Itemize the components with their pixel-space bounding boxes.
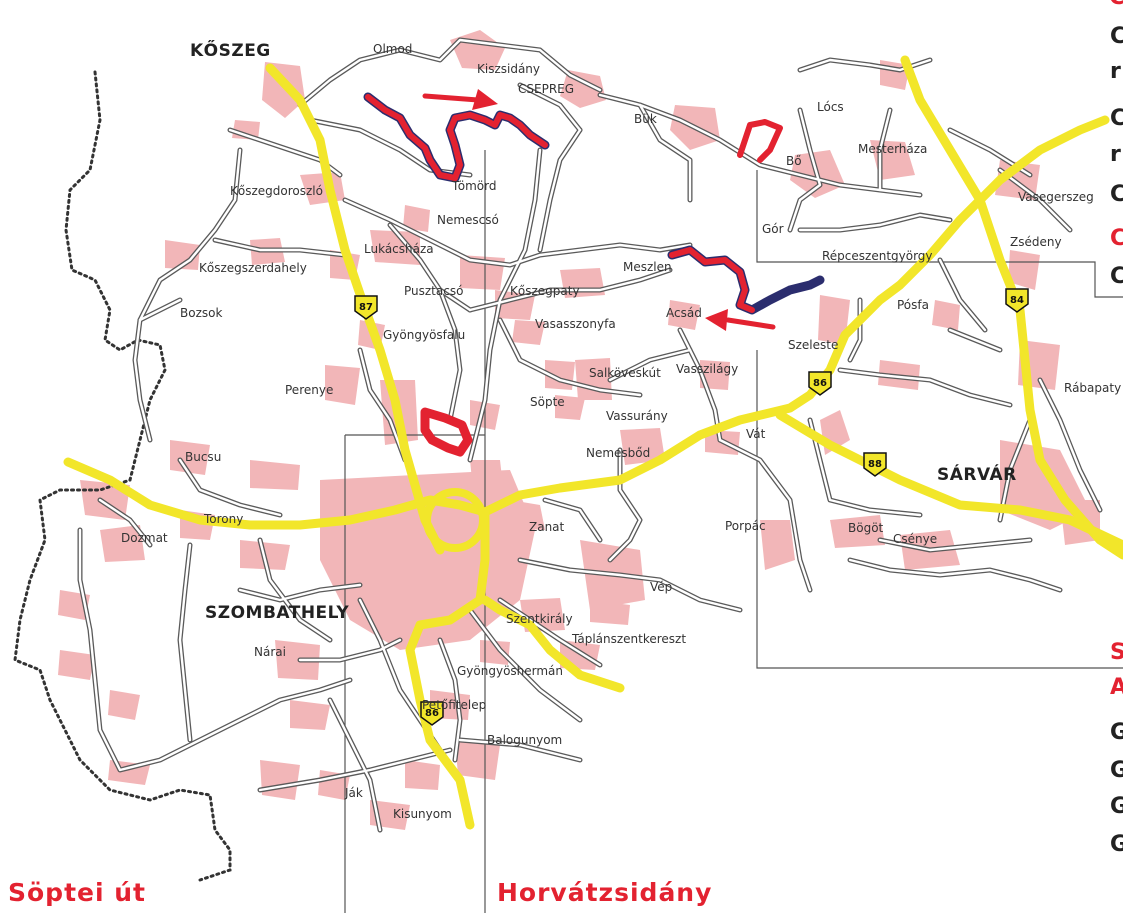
side-char: C [1110,264,1123,289]
town-label: Petőfitelep [422,698,486,712]
town-label: Rábapaty [1064,381,1121,395]
town-label: CSEPREG [518,82,574,96]
town-label: Szentkirály [506,612,573,626]
town-label: Nemescsó [437,213,499,227]
road-shield-86-north: 86 [808,371,832,396]
town-label: Kőszegszerdahely [199,261,307,275]
town-label: Vép [650,580,672,594]
road-shield-87: 87 [354,295,378,320]
city-label-szombathely: SZOMBATHELY [205,603,349,623]
road-shield-88: 88 [863,452,887,477]
town-label: Salköveskút [589,366,661,380]
settlement-areas [58,30,1100,830]
town-label: Torony [203,512,243,526]
town-label: Nárai [254,645,286,659]
town-label: Bük [634,112,657,126]
town-label: Kisunyom [393,807,452,821]
town-label: Nemesbőd [586,446,650,460]
town-label: Kőszegdoroszló [230,184,323,198]
town-label: Lukácsháza [364,242,434,256]
city-label-koszeg: KŐSZEG [190,39,271,61]
town-label: Ják [344,786,363,800]
town-label: Zsédeny [1010,235,1062,249]
town-label: Csénye [893,532,937,546]
town-label: Gyöngyöshermán [457,664,563,678]
side-char: C [1109,0,1123,10]
cycling-route-segments [363,92,825,457]
town-label: Gyöngyösfalu [383,328,465,342]
town-label: Kiszsidány [477,62,540,76]
town-label: Répceszentgyörgy [822,249,933,263]
town-label: Lócs [817,100,844,114]
minor-roads-inner [78,38,1102,832]
town-label: Zanat [529,520,565,534]
svg-text:86: 86 [813,378,827,389]
town-label: Meszlen [623,260,672,274]
town-label: Vasegerszeg [1018,190,1094,204]
side-char: C [1110,24,1123,49]
town-label: Tömörd [451,179,496,193]
town-label: Bő [786,154,802,168]
title-soptei-ut: Söptei út [8,878,147,907]
road-shield-84: 84 [1005,288,1029,313]
town-label: Mesterháza [858,142,927,156]
title-horvatzsidany: Horvátzsidány [497,878,713,907]
town-label: Bucsu [185,450,221,464]
town-label: Dozmat [121,531,168,545]
town-label: Perenye [285,383,333,397]
direction-arrows [422,89,776,331]
side-char: G [1110,832,1123,857]
town-label: Vasszilágy [676,362,738,376]
side-char: A [1110,675,1123,700]
side-char: C [1110,182,1123,207]
town-label: Vát [746,427,766,441]
town-label: Acsád [666,306,702,320]
town-label: Pósfa [897,298,929,312]
town-label: Balogunyom [487,733,562,747]
minor-roads [77,37,1103,833]
svg-text:87: 87 [359,302,373,313]
town-label: Söpte [530,395,565,409]
town-label: Vassurány [606,409,668,423]
town-label: Gór [762,222,784,236]
main-highways [63,55,1123,830]
town-label: Táplánszentkereszt [571,632,686,646]
city-label-sarvar: SÁRVÁR [937,463,1017,485]
side-char: C [1110,106,1123,131]
side-char: C [1110,226,1123,251]
town-label: Olmod [373,42,412,56]
town-label: Porpác [725,519,766,533]
side-char: r [1110,142,1121,167]
svg-text:86: 86 [425,708,439,719]
town-labels: Olmod Kiszsidány CSEPREG Bük Lócs Bő Mes… [121,42,1121,821]
town-label: Bozsok [180,306,222,320]
side-char: G [1110,720,1123,745]
town-label: Kőszegpaty [510,284,580,298]
county-border [13,70,232,882]
side-char: G [1110,794,1123,819]
side-char: S [1110,640,1123,665]
town-label: Bögöt [848,521,884,535]
road-shield-86-south: 86 [420,701,444,726]
svg-text:88: 88 [868,459,882,470]
side-char: G [1110,758,1123,783]
side-char: r [1110,59,1121,84]
town-label: Szeleste [788,338,838,352]
town-label: Pusztacsó [404,284,463,298]
svg-text:84: 84 [1010,295,1024,306]
town-label: Vasasszonyfa [535,317,616,331]
